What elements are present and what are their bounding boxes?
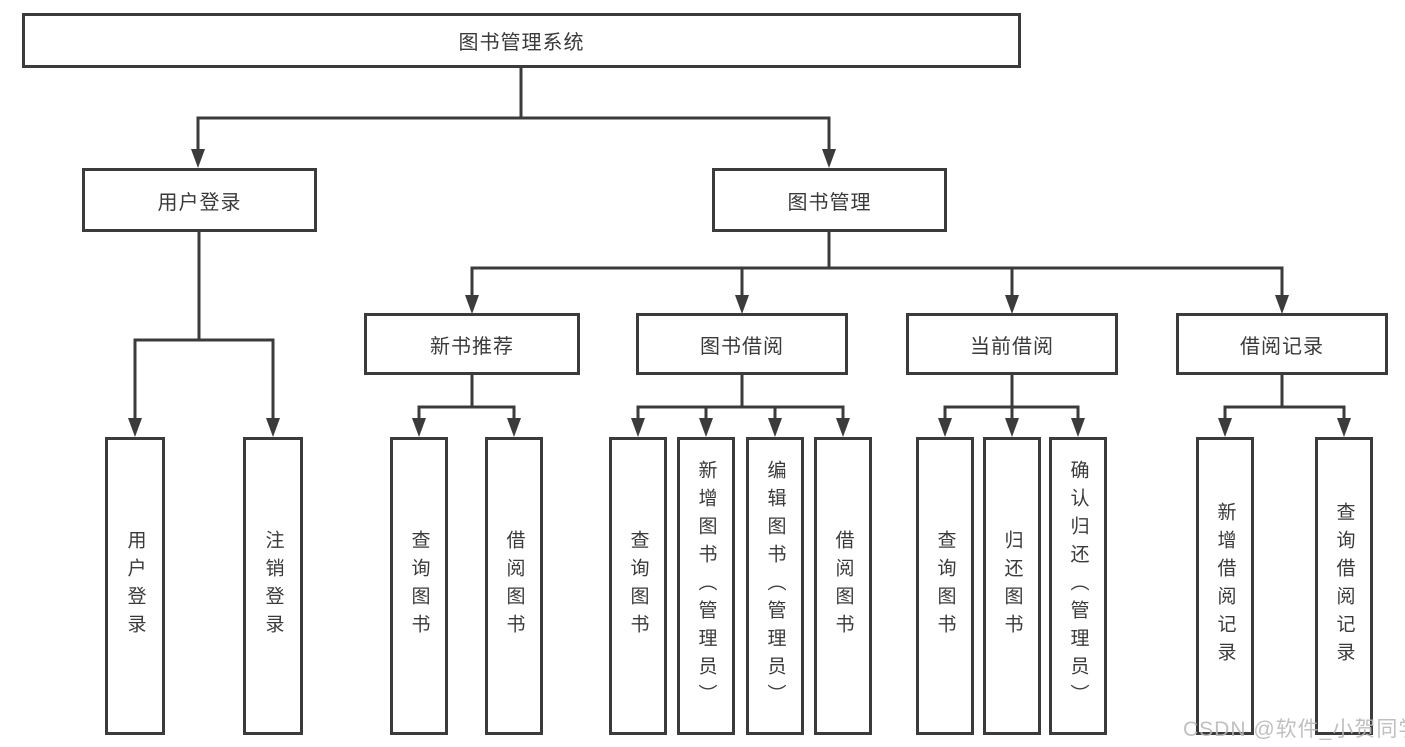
node-label: 图书管理: [787, 191, 872, 214]
leaf-confirm-return-admin: 确认归还（管理员）: [1049, 437, 1107, 735]
leaf-logout: 注销登录: [243, 437, 303, 735]
leaf-add-borrow-record: 新增借阅记录: [1196, 437, 1254, 735]
node-user-login: 用户登录: [82, 168, 317, 232]
node-label: 图书管理系统: [458, 32, 585, 54]
leaf-borrow-books-recommend: 借阅图书: [485, 437, 543, 735]
csdn-watermark: CSDN @软件_小贺同学: [1183, 718, 1405, 741]
node-label: 图书借阅: [700, 335, 784, 358]
leaf-return-books: 归还图书: [983, 437, 1041, 735]
leaf-user-login: 用户登录: [105, 437, 165, 735]
node-current-borrowing: 当前借阅: [906, 313, 1118, 375]
node-label: 新书推荐: [430, 335, 514, 358]
node-label: 借阅记录: [1240, 335, 1324, 358]
leaf-add-books-admin: 新增图书（管理员）: [677, 437, 735, 735]
node-label: 当前借阅: [970, 335, 1054, 358]
leaf-label: 借阅图书: [503, 530, 525, 642]
leaf-label: 确认归还（管理员）: [1067, 460, 1089, 712]
leaf-query-books-recommend: 查询图书: [390, 437, 448, 735]
leaf-label: 查询图书: [627, 530, 649, 642]
leaf-edit-books-admin: 编辑图书（管理员）: [746, 437, 804, 735]
leaf-label: 编辑图书（管理员）: [764, 460, 786, 712]
node-book-borrowing: 图书借阅: [636, 313, 848, 375]
node-label: 用户登录: [157, 191, 242, 214]
leaf-query-borrow-record: 查询借阅记录: [1315, 437, 1373, 735]
arrowheads: [128, 149, 1351, 437]
leaf-label: 新增借阅记录: [1214, 502, 1236, 670]
leaf-label: 归还图书: [1001, 530, 1023, 642]
node-borrowing-records: 借阅记录: [1176, 313, 1388, 375]
node-new-book-recommendation: 新书推荐: [364, 313, 580, 375]
node-book-management: 图书管理: [712, 168, 947, 232]
leaf-label: 查询图书: [934, 530, 956, 642]
leaf-label: 用户登录: [124, 530, 146, 642]
leaf-label: 注销登录: [262, 530, 284, 642]
leaf-borrow-books-borrowing: 借阅图书: [814, 437, 872, 735]
connector-strokes: [133, 66, 1346, 420]
node-root-system: 图书管理系统: [22, 13, 1021, 68]
leaf-label: 查询借阅记录: [1333, 502, 1355, 670]
leaf-query-books-borrowing: 查询图书: [609, 437, 667, 735]
leaf-label: 新增图书（管理员）: [695, 460, 717, 712]
leaf-label: 借阅图书: [832, 530, 854, 642]
leaf-query-books-current: 查询图书: [916, 437, 974, 735]
leaf-label: 查询图书: [408, 530, 430, 642]
